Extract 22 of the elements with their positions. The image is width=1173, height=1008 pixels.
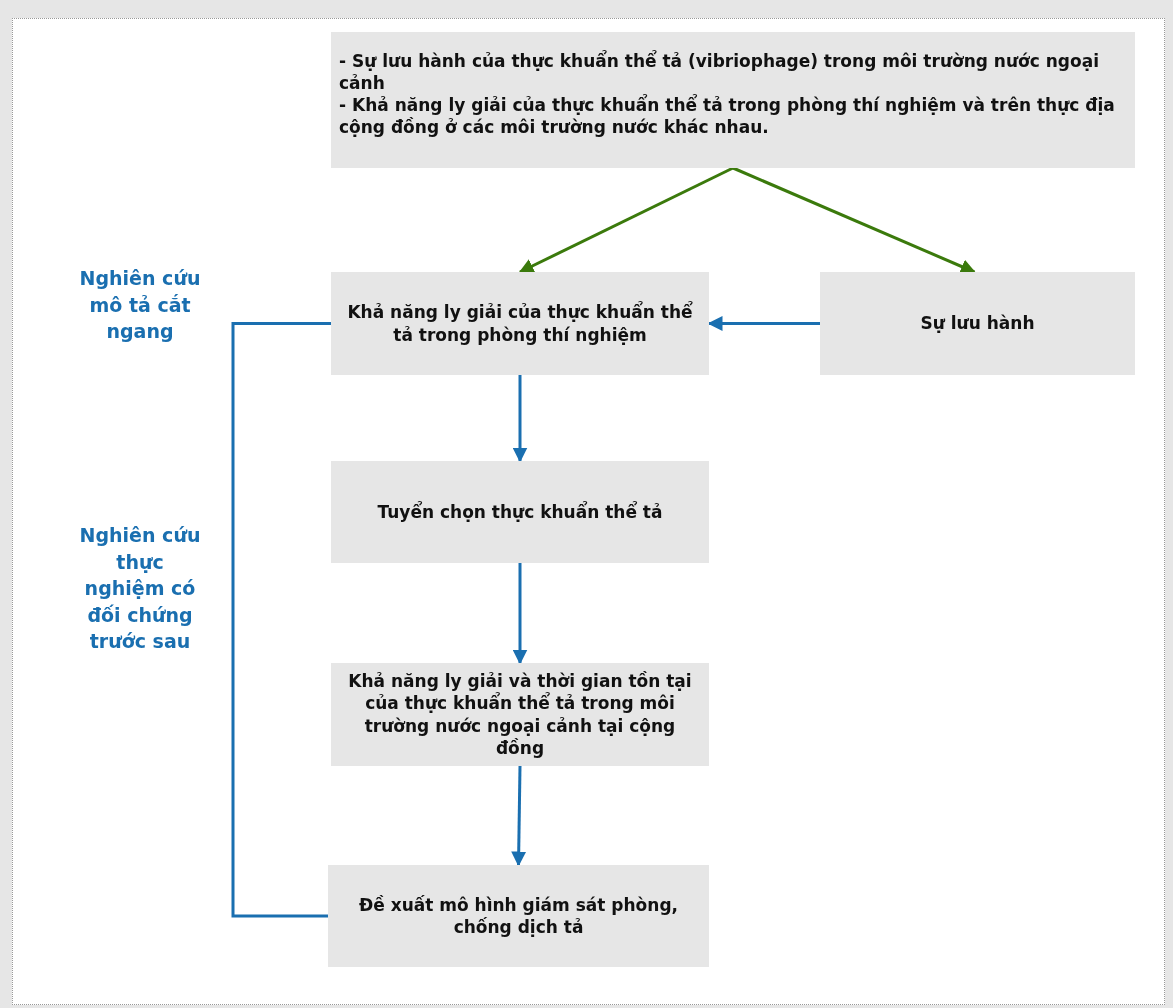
process-box (820, 272, 1135, 375)
process-box (331, 663, 709, 766)
box-text: Khả năng ly giải và thời gian tồn tại của thực khuẩn thể tả trong môi trường nước ngoại cảnh tại cộng đồng (347, 670, 693, 759)
arrow (518, 166, 734, 274)
study-type-label: Nghiên cứu mô tả cắt ngang (78, 266, 202, 345)
arrow (707, 316, 820, 331)
process-box (331, 461, 709, 563)
arrow (512, 375, 528, 463)
box-text: - Khả năng ly giải của thực khuẩn thể tả trong phòng thí nghiệm và trên thực địa cộng đồng ở các môi trường nước khác nhau. (339, 94, 1116, 139)
box-text: - Sự lưu hành của thực khuẩn thể tả (vibriophage) trong môi trường nước ngoại cảnh (339, 50, 1100, 94)
connector-line (231, 322, 331, 918)
box-text: Khả năng ly giải của thực khuẩn thể tả trong phòng thí nghiệm (346, 301, 694, 346)
process-box (328, 865, 709, 967)
arrow (732, 166, 976, 274)
arrow (512, 563, 528, 665)
arrow (511, 765, 527, 867)
process-box (331, 32, 1135, 168)
study-type-label: Nghiên cứu thực nghiệm có đối chứng trước sau (78, 523, 202, 655)
box-text: Đề xuất mô hình giám sát phòng, chống dịch tả (357, 893, 680, 939)
process-box (331, 272, 709, 375)
box-text: Sự lưu hành (920, 312, 1035, 335)
box-text: Tuyển chọn thực khuẩn thể tả (377, 500, 663, 524)
